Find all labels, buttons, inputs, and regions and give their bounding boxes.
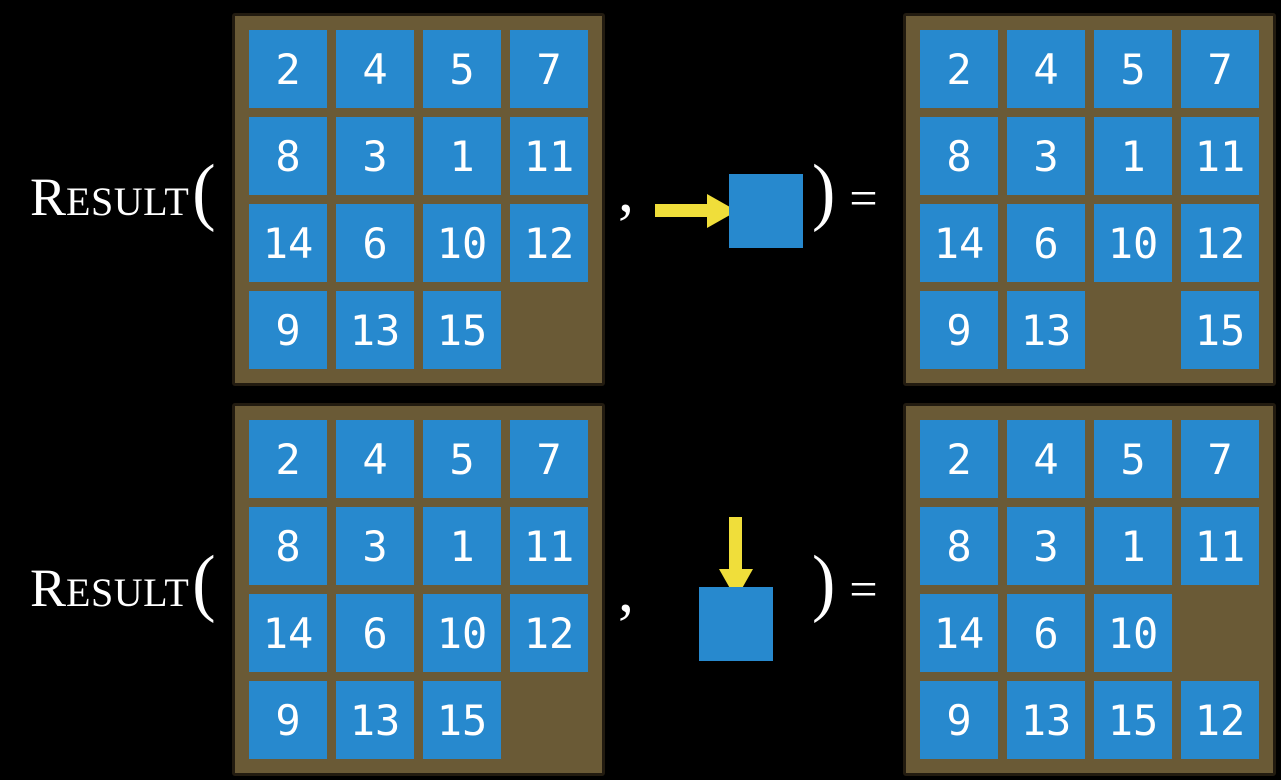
close-paren-equals-2: ) = — [812, 541, 878, 625]
puzzle-tile-11: 11 — [1181, 117, 1259, 195]
puzzle-tile-12: 12 — [510, 594, 588, 672]
puzzle-tile-15: 15 — [423, 291, 501, 369]
puzzle-tile-3: 3 — [336, 117, 414, 195]
puzzle-tile-7: 7 — [510, 30, 588, 108]
puzzle-tile-1: 1 — [1094, 117, 1172, 195]
move-tile — [729, 174, 803, 248]
puzzle-tile-15: 15 — [423, 681, 501, 759]
puzzle-tile-13: 13 — [1007, 291, 1085, 369]
puzzle-tile-3: 3 — [1007, 507, 1085, 585]
puzzle-tile-8: 8 — [249, 117, 327, 195]
puzzle-tile-10: 10 — [423, 204, 501, 282]
equals-sign: = — [849, 170, 878, 226]
puzzle-tile-12: 12 — [1181, 681, 1259, 759]
puzzle-tile-14: 14 — [249, 204, 327, 282]
puzzle-tile-6: 6 — [336, 594, 414, 672]
puzzle-tile-13: 13 — [336, 291, 414, 369]
right-arrow-icon — [655, 194, 737, 228]
open-paren: ( — [192, 541, 216, 625]
puzzle-tile-9: 9 — [249, 291, 327, 369]
puzzle-tile-3: 3 — [336, 507, 414, 585]
close-paren: ) — [812, 150, 836, 234]
puzzle-tile-4: 4 — [1007, 420, 1085, 498]
puzzle-tile-6: 6 — [1007, 594, 1085, 672]
puzzle-tile-9: 9 — [249, 681, 327, 759]
empty-cell — [1181, 594, 1259, 672]
puzzle-tile-14: 14 — [920, 594, 998, 672]
puzzle-tile-13: 13 — [1007, 681, 1085, 759]
puzzle-tile-11: 11 — [1181, 507, 1259, 585]
puzzle-tile-11: 11 — [510, 117, 588, 195]
puzzle-tile-6: 6 — [1007, 204, 1085, 282]
puzzle-tile-8: 8 — [249, 507, 327, 585]
empty-cell — [510, 291, 588, 369]
puzzle-tile-10: 10 — [1094, 594, 1172, 672]
move-operand-down — [699, 517, 773, 661]
puzzle-tile-4: 4 — [336, 420, 414, 498]
puzzle-tile-4: 4 — [1007, 30, 1085, 108]
close-paren-equals-1: ) = — [812, 150, 878, 234]
puzzle-tile-10: 10 — [423, 594, 501, 672]
move-tile — [699, 587, 773, 661]
puzzle-tile-2: 2 — [249, 420, 327, 498]
puzzle-tile-1: 1 — [423, 507, 501, 585]
puzzle-tile-2: 2 — [920, 30, 998, 108]
function-name-rest: ESULT — [66, 179, 190, 224]
puzzle-tile-12: 12 — [1181, 204, 1259, 282]
puzzle-tile-5: 5 — [423, 420, 501, 498]
puzzle-tile-2: 2 — [920, 420, 998, 498]
puzzle-tile-2: 2 — [249, 30, 327, 108]
puzzle-tile-9: 9 — [920, 681, 998, 759]
puzzle-tile-1: 1 — [423, 117, 501, 195]
puzzle-tile-13: 13 — [336, 681, 414, 759]
empty-cell — [1094, 291, 1172, 369]
puzzle-tile-7: 7 — [510, 420, 588, 498]
puzzle-tile-5: 5 — [423, 30, 501, 108]
puzzle-tile-5: 5 — [1094, 30, 1172, 108]
puzzle-tile-14: 14 — [249, 594, 327, 672]
move-operand-right — [655, 174, 803, 248]
puzzle-tile-5: 5 — [1094, 420, 1172, 498]
puzzle-tile-9: 9 — [920, 291, 998, 369]
puzzle-tile-8: 8 — [920, 507, 998, 585]
puzzle-tile-15: 15 — [1181, 291, 1259, 369]
puzzle-tile-6: 6 — [336, 204, 414, 282]
puzzle-tile-12: 12 — [510, 204, 588, 282]
puzzle-tile-7: 7 — [1181, 420, 1259, 498]
puzzle-tile-4: 4 — [336, 30, 414, 108]
equals-sign: = — [849, 561, 878, 617]
puzzle-tile-8: 8 — [920, 117, 998, 195]
function-name-initial: R — [30, 167, 67, 227]
puzzle-tile-10: 10 — [1094, 204, 1172, 282]
puzzle-tile-14: 14 — [920, 204, 998, 282]
puzzle-tile-1: 1 — [1094, 507, 1172, 585]
empty-cell — [510, 681, 588, 759]
comma-separator-1: , — [618, 154, 634, 225]
comma-separator-2: , — [618, 554, 634, 625]
function-name-initial: R — [30, 558, 67, 618]
function-name-rest: ESULT — [66, 570, 190, 615]
down-arrow-icon — [719, 517, 753, 599]
puzzle-tile-3: 3 — [1007, 117, 1085, 195]
open-paren: ( — [192, 150, 216, 234]
puzzle-tile-7: 7 — [1181, 30, 1259, 108]
puzzle-tile-11: 11 — [510, 507, 588, 585]
close-paren: ) — [812, 541, 836, 625]
puzzle-tile-15: 15 — [1094, 681, 1172, 759]
